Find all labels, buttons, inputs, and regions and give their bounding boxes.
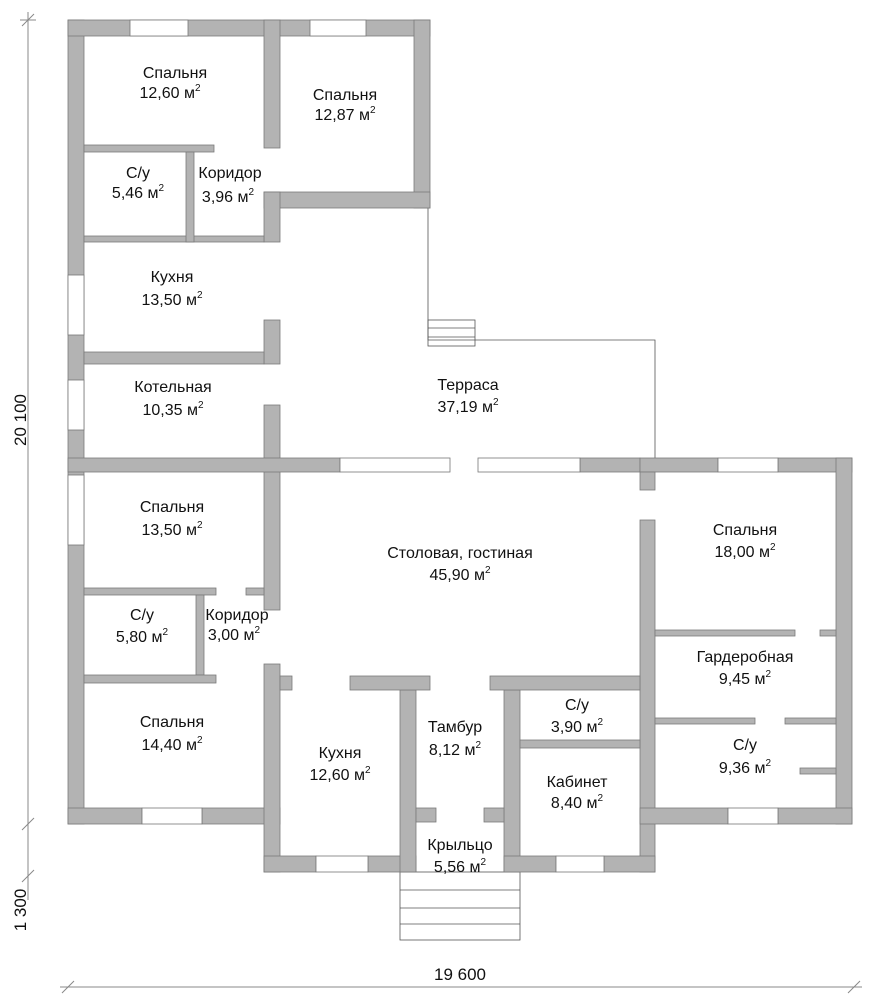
svg-text:С/у: С/у [126,165,150,182]
room-terrace: Терраса 37,19 м2 [437,377,499,416]
svg-text:Кухня: Кухня [319,745,362,762]
svg-text:5,56 м2: 5,56 м2 [434,857,487,876]
svg-text:5,80 м2: 5,80 м2 [116,627,169,646]
svg-text:3,00 м2: 3,00 м2 [208,625,261,644]
svg-text:Коридор: Коридор [198,165,261,182]
svg-text:13,50 м2: 13,50 м2 [141,290,203,309]
svg-text:12,60 м2: 12,60 м2 [309,765,371,784]
svg-text:С/у: С/у [565,697,589,714]
room-vestibule: Тамбур 8,12 м2 [428,719,482,759]
dimension-width: 19 600 [434,965,486,984]
svg-text:Гардеробная: Гардеробная [697,649,794,666]
svg-text:12,87 м2: 12,87 м2 [314,105,376,124]
svg-text:8,12 м2: 8,12 м2 [429,740,482,759]
svg-text:13,50 м2: 13,50 м2 [141,520,203,539]
svg-text:45,90 м2: 45,90 м2 [429,565,491,584]
svg-text:3,90 м2: 3,90 м2 [551,717,604,736]
svg-text:Спальня: Спальня [313,87,377,104]
terrace-outline [427,208,656,460]
svg-text:С/у: С/у [733,737,757,754]
room-boiler: Котельная 10,35 м2 [134,379,211,419]
room-study: Кабинет 8,40 м2 [547,774,609,812]
svg-text:5,46 м2: 5,46 м2 [112,183,165,202]
svg-text:9,45 м2: 9,45 м2 [719,669,772,688]
room-bathroom-2: С/у 5,80 м2 [116,607,169,646]
room-wardrobe: Гардеробная 9,45 м2 [697,649,794,688]
room-porch: Крыльцо 5,56 м2 [427,837,492,876]
room-kitchen-2: Кухня 12,60 м2 [309,745,371,784]
room-bathroom-1: С/у5,46 м2 [112,165,165,202]
svg-text:10,35 м2: 10,35 м2 [142,400,204,419]
svg-text:С/у: С/у [130,607,154,624]
svg-text:9,36 м2: 9,36 м2 [719,758,772,777]
svg-text:8,40 м2: 8,40 м2 [551,793,604,812]
room-corridor-1: Коридор 3,96 м2 [198,165,261,206]
room-bedroom-3: Спальня 13,50 м2 [140,499,204,539]
room-bedroom-5: Спальня 14,40 м2 [140,714,204,754]
room-bathroom-3: С/у 3,90 м2 [551,697,604,736]
svg-text:12,60 м2: 12,60 м2 [139,83,201,102]
svg-text:Спальня: Спальня [140,499,204,516]
svg-text:Спальня: Спальня [713,522,777,539]
svg-text:Терраса: Терраса [437,377,498,394]
svg-text:Спальня: Спальня [143,65,207,82]
dimension-lines [20,12,862,994]
svg-text:Тамбур: Тамбур [428,719,482,736]
svg-text:Кухня: Кухня [151,269,194,286]
dimension-height-main: 20 100 [11,394,30,446]
room-living-dining: Столовая, гостиная 45,90 м2 [387,545,532,584]
svg-text:37,19 м2: 37,19 м2 [437,397,499,416]
room-kitchen-1: Кухня 13,50 м2 [141,269,203,309]
svg-text:Котельная: Котельная [134,379,211,396]
porch-stairs [399,871,521,941]
svg-text:18,00 м2: 18,00 м2 [714,542,776,561]
svg-text:Спальня: Спальня [140,714,204,731]
svg-text:Крыльцо: Крыльцо [427,837,492,854]
svg-text:Кабинет: Кабинет [547,774,609,791]
svg-text:3,96 м2: 3,96 м2 [202,187,255,206]
windows [67,19,779,873]
room-bathroom-4: С/у 9,36 м2 [719,737,772,777]
svg-text:Коридор: Коридор [205,607,268,624]
svg-text:14,40 м2: 14,40 м2 [141,735,203,754]
dimension-height-porch: 1 300 [11,889,30,932]
svg-text:Столовая, гостиная: Столовая, гостиная [387,545,532,562]
room-bedroom-4: Спальня 18,00 м2 [713,522,777,561]
